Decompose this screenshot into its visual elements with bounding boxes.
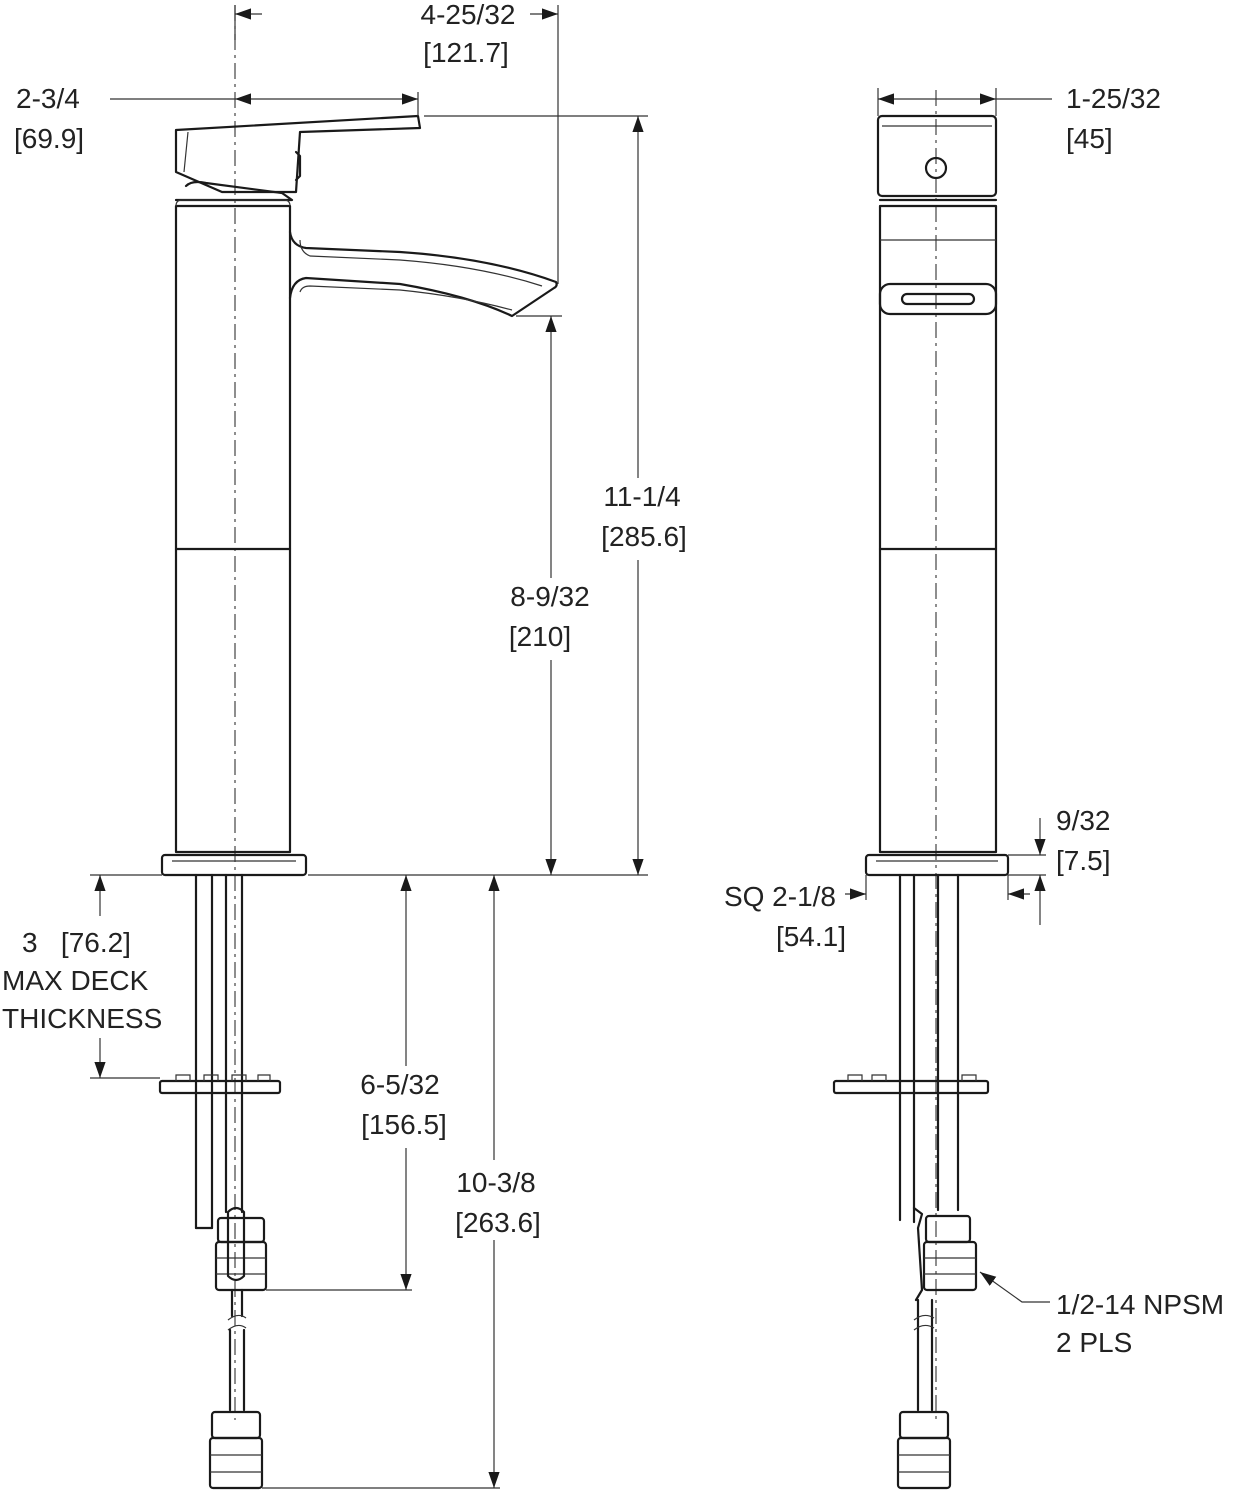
supply-coupling-upper	[216, 1216, 266, 1244]
mounting-washer	[158, 1079, 282, 1095]
supply-length-mm: [263.6]	[455, 1207, 541, 1238]
base-height-mm: [7.5]	[1056, 845, 1110, 876]
shank-length-frac: 6-5/32	[360, 1069, 439, 1100]
handle-screw	[924, 156, 948, 180]
handle-lever	[174, 114, 422, 194]
handle-length-mm: [69.9]	[14, 123, 84, 154]
base-square-mm: [54.1]	[776, 921, 846, 952]
shank-length-mm: [156.5]	[361, 1109, 447, 1140]
waterfall-spout	[288, 230, 558, 318]
connection-spec: 1/2-14 NPSM	[1056, 1289, 1224, 1320]
spout-reach-frac: 4-25/32	[421, 0, 516, 30]
npsm-coupling	[922, 1240, 978, 1292]
handle-block-end	[876, 114, 998, 198]
supply-coupling-lower	[210, 1410, 262, 1440]
base-height-frac: 9/32	[1056, 805, 1111, 836]
supply-length-frac: 10-3/8	[456, 1167, 535, 1198]
handle-length-frac: 2-3/4	[16, 83, 80, 114]
handle-width-mm: [45]	[1066, 123, 1113, 154]
end-view	[832, 90, 1010, 1490]
faucet-body	[174, 204, 292, 854]
dimension-lines	[90, 5, 1052, 1489]
deck-thickness-value: 3 [76.2]	[22, 927, 131, 958]
spout-outlet	[878, 282, 998, 316]
handle-width-frac: 1-25/32	[1066, 83, 1161, 114]
base-escutcheon	[160, 853, 308, 877]
connection-count: 2 PLS	[1056, 1327, 1132, 1358]
side-view	[158, 5, 558, 1490]
deck-thickness-label-1: MAX DECK	[2, 965, 149, 996]
deck-thickness-label-2: THICKNESS	[2, 1003, 162, 1034]
spout-height-mm: [210]	[509, 621, 571, 652]
spout-reach-mm: [121.7]	[423, 37, 509, 68]
faucet-body-end	[878, 204, 998, 854]
dimension-labels: 4-25/32 [121.7] 2-3/4 [69.9] 1-25/32 [45…	[2, 0, 1224, 1358]
spout-height-frac: 8-9/32	[510, 581, 589, 612]
overall-height-frac: 11-1/4	[603, 481, 680, 512]
overall-height-mm: [285.6]	[601, 521, 687, 552]
base-square-frac: SQ 2-1/8	[724, 881, 836, 912]
